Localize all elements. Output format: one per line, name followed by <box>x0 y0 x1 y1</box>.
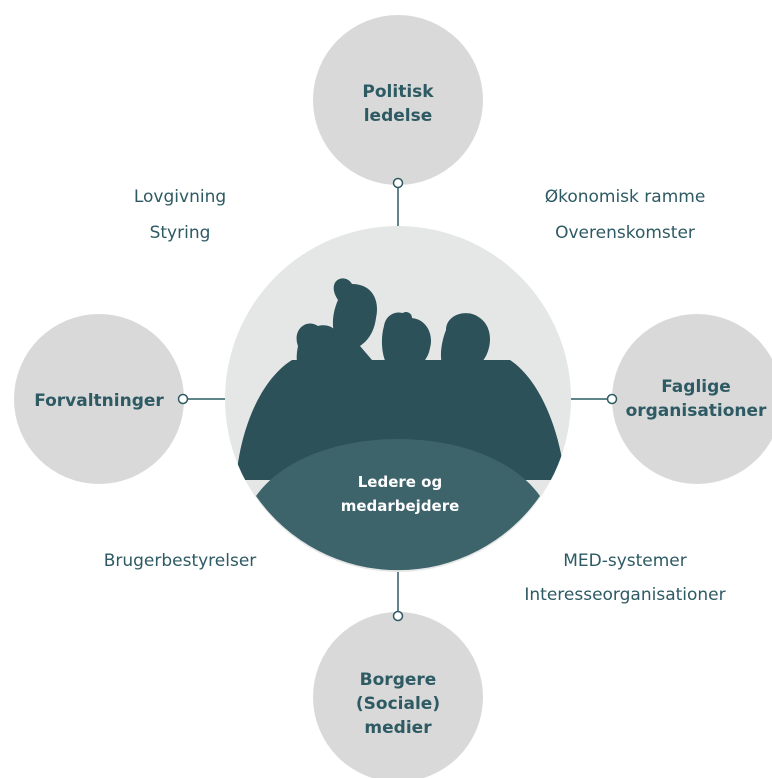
people-silhouettes <box>236 278 565 480</box>
label-brugerbestyrelser: Brugerbestyrelser <box>103 551 257 571</box>
node-label-line: organisationer <box>625 401 767 421</box>
node-label-line: ledelse <box>363 106 433 126</box>
node-politisk-ledelse <box>313 15 483 185</box>
node-label-line: (Sociale) <box>355 694 441 714</box>
label-styring: Styring <box>149 223 211 243</box>
node-forvaltninger <box>14 314 184 484</box>
center-label-line: medarbejdere <box>340 497 460 515</box>
center-label-line: Ledere og <box>357 473 443 491</box>
node-label-top: Politisk ledelse <box>338 80 458 128</box>
label-interesseorganisationer: Interesseorganisationer <box>524 585 726 605</box>
label-okonomisk-ramme: Økonomisk ramme <box>544 187 706 207</box>
connector-dot-left <box>177 393 189 405</box>
label-med-systemer: MED-systemer <box>563 551 687 571</box>
connector-dot-right <box>606 393 618 405</box>
label-overenskomster: Overenskomster <box>555 223 695 243</box>
connector-dot-bottom <box>392 610 404 622</box>
label-lovgivning: Lovgivning <box>133 187 227 207</box>
center-cap <box>256 439 540 571</box>
node-label-line: medier <box>364 718 432 738</box>
node-borgere <box>313 612 483 778</box>
connector-dot-top <box>392 177 404 189</box>
node-faglige-organisationer <box>612 314 772 484</box>
node-label-right: Faglige organisationer <box>616 375 772 423</box>
node-label-line: Forvaltninger <box>34 391 164 411</box>
node-label-bottom: Borgere (Sociale) medier <box>338 668 458 740</box>
node-label-line: Borgere <box>359 670 437 690</box>
center-label: Ledere og medarbejdere <box>320 470 480 518</box>
node-label-left: Forvaltninger <box>14 389 184 413</box>
node-label-line: Politisk <box>362 82 434 102</box>
node-label-line: Faglige <box>661 377 731 397</box>
